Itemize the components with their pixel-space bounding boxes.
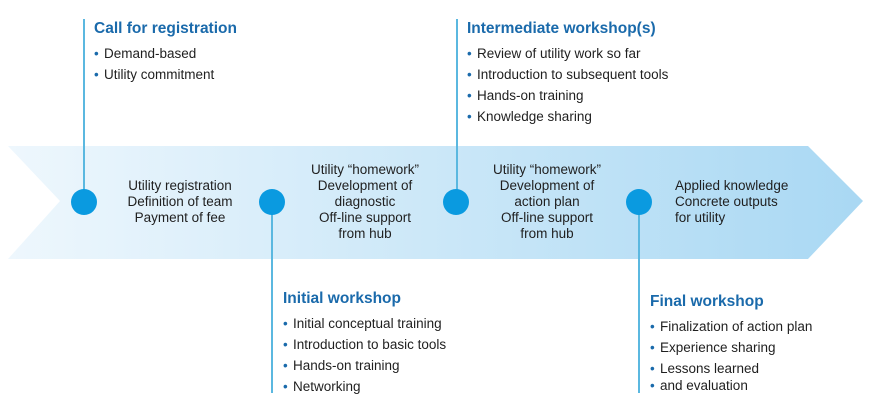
- stage-line: for utility: [675, 210, 726, 225]
- callout-item: Knowledge sharing: [467, 106, 668, 127]
- stage-outcome: Applied knowledge Concrete outputs for u…: [675, 178, 815, 226]
- stage-line: Off-line support: [318, 210, 412, 225]
- stage-line: from hub: [520, 226, 574, 241]
- milestone-dot-initial-workshop: [259, 189, 285, 215]
- callout-item: Hands-on training: [283, 355, 446, 376]
- stage-line: Applied knowledge: [675, 178, 789, 193]
- stage-line: diagnostic: [334, 194, 396, 209]
- stage-line: Utility “homework”: [492, 162, 601, 177]
- callout-item: Finalization of action plan: [650, 316, 812, 337]
- callout-item: Lessons learned: [650, 358, 812, 379]
- callout-item: Initial conceptual training: [283, 313, 446, 334]
- callout-item-continuation: and evaluation: [650, 375, 812, 396]
- callout-item: Experience sharing: [650, 337, 812, 358]
- stage-line: Payment of fee: [134, 210, 226, 225]
- timeline-arrow-body: [8, 146, 863, 259]
- stage-line: Definition of team: [127, 194, 233, 209]
- milestone-dot-registration: [71, 189, 97, 215]
- milestone-dot-final-workshop: [626, 189, 652, 215]
- callout-item: Networking: [283, 376, 446, 397]
- callout-intermediate-workshop: Intermediate workshop(s) Review of utili…: [467, 20, 668, 127]
- callout-title: Intermediate workshop(s): [467, 20, 656, 37]
- callout-item: Demand-based: [94, 43, 237, 64]
- connector-line-registration: [83, 19, 85, 191]
- stage-line: from hub: [338, 226, 392, 241]
- stage-line: Concrete outputs: [675, 194, 778, 209]
- stage-line: action plan: [514, 194, 580, 209]
- callout-title: Call for registration: [94, 20, 237, 37]
- stage-line: Utility “homework”: [310, 162, 419, 177]
- stage-line: Development of: [317, 178, 413, 193]
- stage-homework-action-plan: Utility “homework” Development of action…: [472, 162, 622, 242]
- connector-line-final: [638, 210, 640, 393]
- callout-item: Introduction to subsequent tools: [467, 64, 668, 85]
- milestone-dot-intermediate-workshop: [443, 189, 469, 215]
- stage-homework-diagnostic: Utility “homework” Development of diagno…: [290, 162, 440, 242]
- callout-item: Hands-on training: [467, 85, 668, 106]
- callout-title: Final workshop: [650, 293, 764, 310]
- callout-item: Review of utility work so far: [467, 43, 668, 64]
- callout-item: Utility commitment: [94, 64, 237, 85]
- callout-call-for-registration: Call for registration Demand-based Utili…: [94, 20, 237, 85]
- stage-registration: Utility registration Definition of team …: [105, 178, 255, 226]
- stage-line: Utility registration: [128, 178, 232, 193]
- callout-initial-workshop: Initial workshop Initial conceptual trai…: [283, 290, 446, 397]
- connector-line-initial: [271, 210, 273, 393]
- callout-title: Initial workshop: [283, 290, 401, 307]
- connector-line-intermediate: [456, 19, 458, 191]
- stage-line: Off-line support: [500, 210, 594, 225]
- callout-final-workshop: Final workshop Finalization of action pl…: [650, 293, 812, 396]
- callout-item: Introduction to basic tools: [283, 334, 446, 355]
- stage-line: Development of: [499, 178, 595, 193]
